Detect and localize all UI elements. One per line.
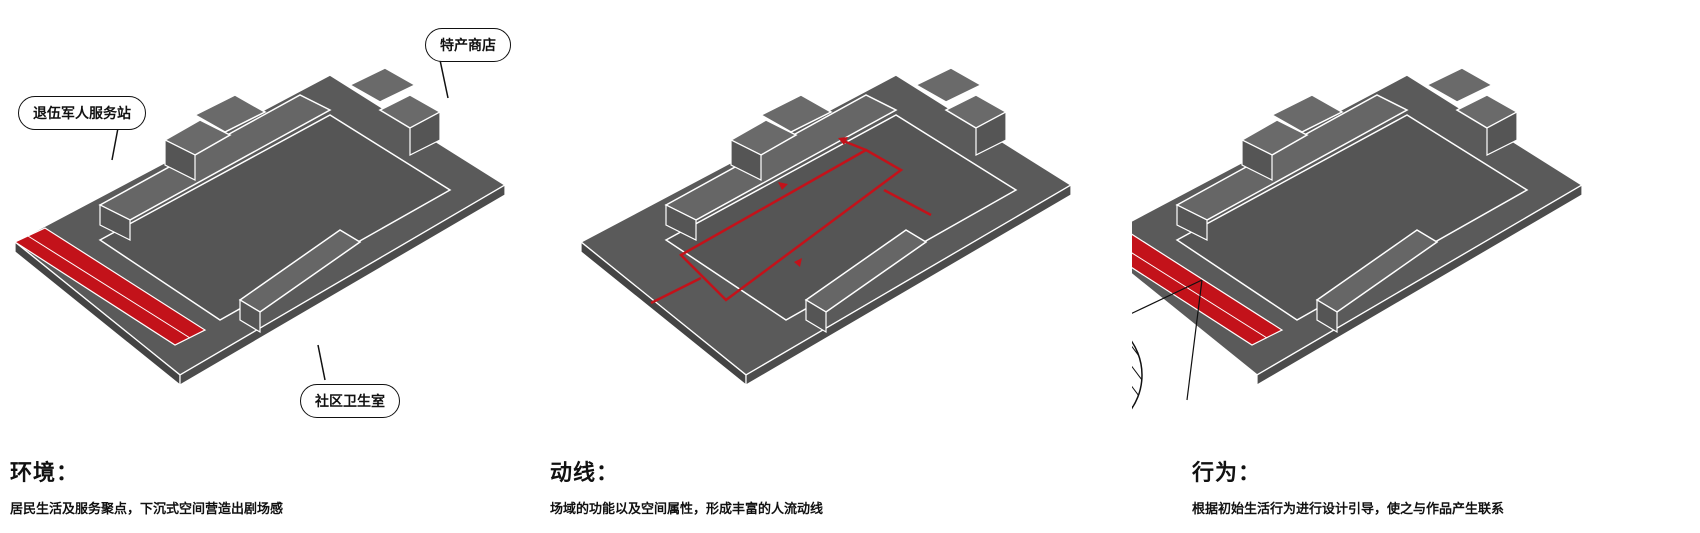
circulation-loop [678, 148, 904, 302]
site-model-environment [13, 59, 507, 387]
building-cluster-2 [1270, 94, 1344, 133]
building-left-long-front [665, 204, 697, 241]
building-left-long-front [1176, 204, 1208, 241]
building-shop-3 [1486, 111, 1518, 156]
callout-tail-clinic [317, 344, 326, 381]
arrow-head-bottom [794, 258, 802, 267]
building-clinic-front [1316, 298, 1338, 334]
panel-title-environment: 环境： [10, 461, 80, 486]
panel-behavior: 行为： 根据初始生活行为进行设计引导，使之与作品产生联系 [1132, 0, 1700, 533]
site-model-behavior [1132, 67, 1584, 435]
site-model-circulation [579, 67, 1073, 387]
building-shop-3 [409, 111, 441, 156]
magnifier-leader-top [1132, 279, 1203, 314]
callout-specialty-shop: 特产商店 [425, 28, 511, 62]
panel-desc-circulation: 场域的功能以及空间属性，形成丰富的人流动线 [550, 502, 824, 517]
arrow-head-top [838, 137, 848, 145]
building-shop-3 [975, 111, 1007, 156]
building-cluster-2 [759, 94, 833, 133]
sunken-court [98, 114, 452, 321]
site-base-right-face [179, 183, 506, 387]
panel-title-circulation: 动线： [550, 461, 620, 486]
magnifier-leader-bottom [1186, 279, 1203, 401]
sunken-court [1175, 114, 1529, 321]
site-base-right-face [1256, 183, 1583, 387]
building-shop-1 [1425, 67, 1494, 103]
callout-community-clinic: 社区卫生室 [300, 384, 400, 418]
building-veteran-station-3 [164, 139, 196, 181]
building-veteran-station-2 [193, 94, 267, 133]
arrow-head-mid [778, 182, 788, 190]
site-base-right-face [745, 183, 1072, 387]
building-cluster-3 [730, 139, 762, 181]
circulation-exit-right [883, 188, 932, 217]
panel-title-behavior: 行为： [1192, 461, 1262, 486]
callout-tail-shop [439, 59, 449, 99]
callout-veteran-service-station: 退伍军人服务站 [18, 96, 146, 130]
building-clinic-front [805, 298, 827, 334]
building-shop-1 [348, 67, 417, 103]
building-clinic-front [239, 298, 261, 334]
building-left-long-front [99, 204, 131, 241]
panel-desc-environment: 居民生活及服务聚点，下沉式空间营造出剧场感 [10, 502, 284, 517]
panel-desc-behavior: 根据初始生活行为进行设计引导，使之与作品产生联系 [1192, 502, 1505, 517]
red-terrace-step [27, 235, 191, 339]
panel-environment: 退伍军人服务站 特产商店 社区卫生室 环境： 居民生活及服务聚点，下沉式空间营造… [0, 0, 566, 533]
circulation-entry-left [650, 276, 702, 305]
panel-circulation: 动线： 场域的功能以及空间属性，形成丰富的人流动线 [550, 0, 1132, 533]
building-shop-1 [914, 67, 983, 103]
sunken-court [664, 114, 1018, 321]
callout-tail-veteran [111, 127, 119, 161]
building-cluster-3 [1241, 139, 1273, 181]
